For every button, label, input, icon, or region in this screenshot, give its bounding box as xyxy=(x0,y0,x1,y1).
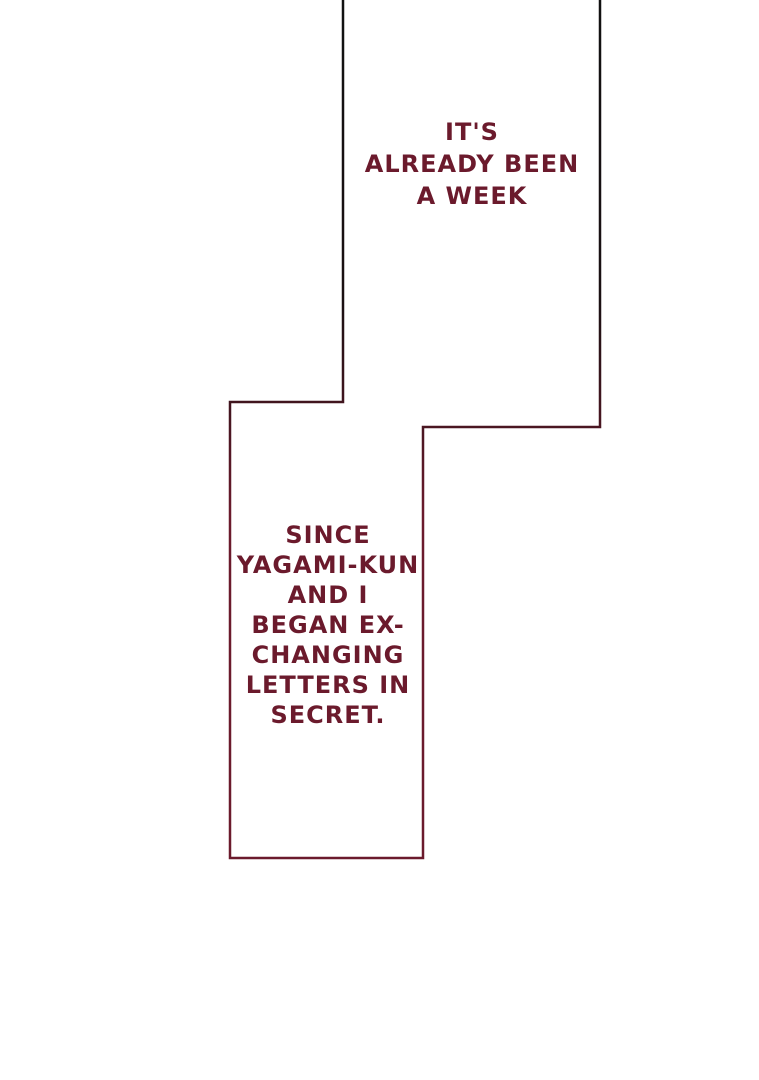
caption-line: AND I xyxy=(287,581,369,609)
caption-line: CHANGING xyxy=(251,641,405,669)
caption-line: BEGAN EX- xyxy=(251,611,405,639)
caption-bottom: SINCE YAGAMI-KUN AND I BEGAN EX- CHANGIN… xyxy=(234,520,422,730)
stepped-caption-border xyxy=(228,0,602,860)
caption-top: IT'S ALREADY BEEN A WEEK xyxy=(346,116,598,212)
caption-line: LETTERS IN xyxy=(245,671,411,699)
caption-line: A WEEK xyxy=(416,182,528,210)
caption-line: SINCE xyxy=(285,521,371,549)
caption-line: SECRET. xyxy=(270,701,386,729)
caption-line: YAGAMI-KUN xyxy=(236,551,420,579)
caption-line: ALREADY BEEN xyxy=(364,150,580,178)
caption-line: IT'S xyxy=(445,118,499,146)
